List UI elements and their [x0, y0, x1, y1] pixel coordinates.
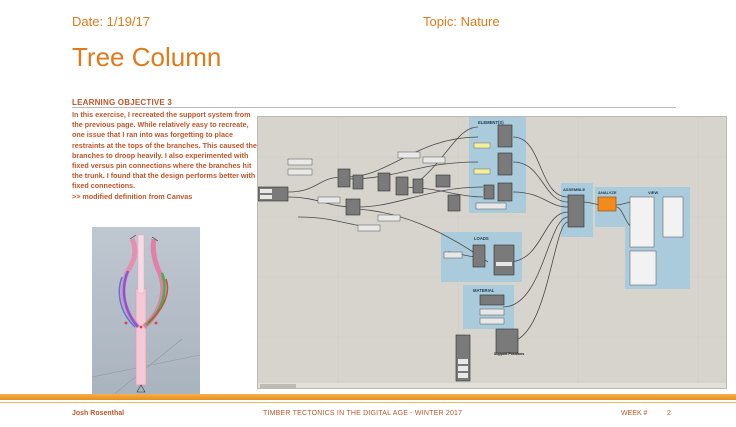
component-nodes: Support Positions: [258, 124, 684, 382]
footer-bar: [0, 394, 736, 400]
learning-objective-heading: LEARNING OBJECTIVE 3: [72, 98, 173, 107]
view-group-label: VIEW: [648, 190, 658, 195]
objective-text: In this exercise, I recreated the suppor…: [72, 110, 260, 202]
objective-note: >> modified definition from Canvas: [72, 191, 193, 201]
model-render-image: [92, 227, 200, 396]
grasshopper-canvas: ELEMENT(S) LOADS MATERIAL ASSEMBLE ANALY…: [257, 116, 727, 389]
objective-paragraph: In this exercise, I recreated the suppor…: [72, 110, 257, 191]
footer-line: [0, 402, 736, 403]
support-positions-label: Support Positions: [494, 352, 524, 356]
loads-group-label: LOADS: [474, 236, 489, 241]
topic-label: Topic: Nature: [423, 14, 500, 29]
node-graph: ELEMENT(S) LOADS MATERIAL ASSEMBLE ANALY…: [258, 117, 726, 388]
material-group-label: MATERIAL: [473, 288, 495, 293]
footer-week: WEEK #: [621, 410, 648, 417]
elements-group[interactable]: [469, 117, 526, 213]
tree-column-render: [92, 227, 200, 396]
elements-group-label: ELEMENT(S): [478, 120, 504, 125]
page-title: Tree Column: [72, 42, 222, 72]
analyze-group-label: ANALYZE: [598, 190, 617, 195]
footer-author: Josh Rosenthal: [72, 410, 125, 417]
footer-course: TIMBER TECTONICS IN THE DIGITAL AGE - WI…: [263, 410, 463, 417]
heading-divider: [72, 107, 676, 108]
assemble-group-label: ASSEMBLE: [563, 187, 586, 192]
date-label: Date: 1/19/17: [72, 14, 151, 29]
footer-page-number: 2: [667, 410, 671, 417]
